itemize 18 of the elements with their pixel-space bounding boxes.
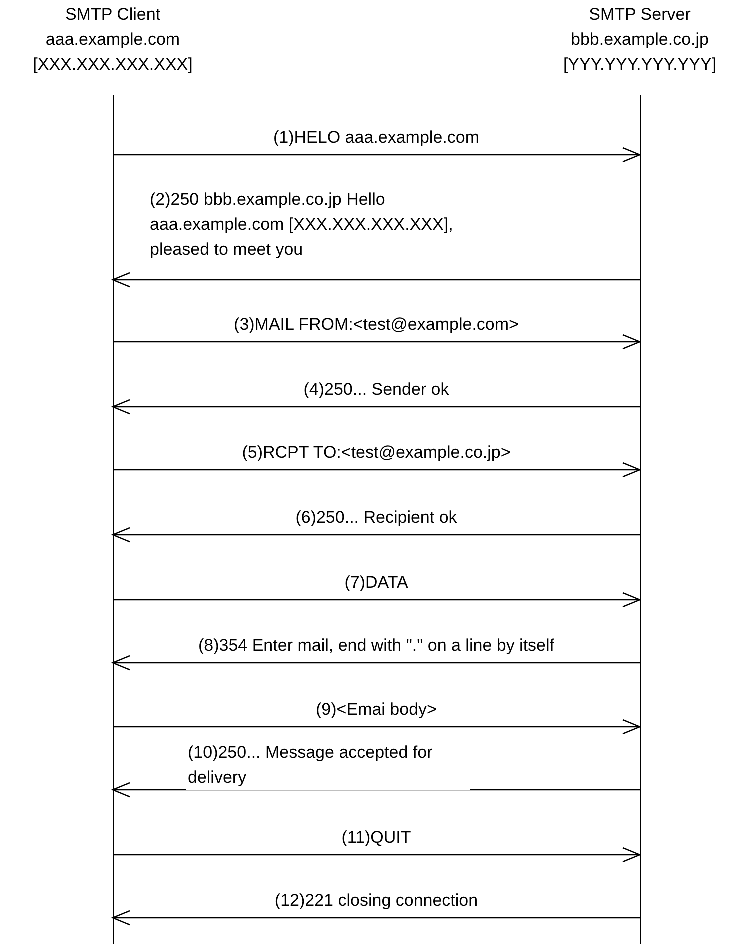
message-arrow (113, 592, 641, 608)
message-arrow (112, 655, 640, 671)
message-arrow (113, 719, 641, 735)
message-arrow (113, 462, 641, 478)
ip-address: [XXX.XXX.XXX.XXX] (32, 54, 194, 76)
message-arrow (113, 847, 641, 863)
message-arrow (112, 910, 640, 926)
message-arrow (112, 399, 640, 415)
message-arrow (113, 147, 641, 163)
host-name: bbb.example.co.jp (570, 29, 710, 51)
participant-name: SMTP Server (588, 4, 692, 26)
ip-address: [YYY.YYY.YYY.YYY] (562, 54, 718, 76)
message-arrow (112, 527, 640, 543)
host-name: aaa.example.com (44, 29, 182, 51)
message-arrow (112, 782, 640, 798)
participant-name: SMTP Client (64, 4, 162, 26)
message-arrow (113, 334, 641, 350)
message-arrow (112, 272, 640, 288)
